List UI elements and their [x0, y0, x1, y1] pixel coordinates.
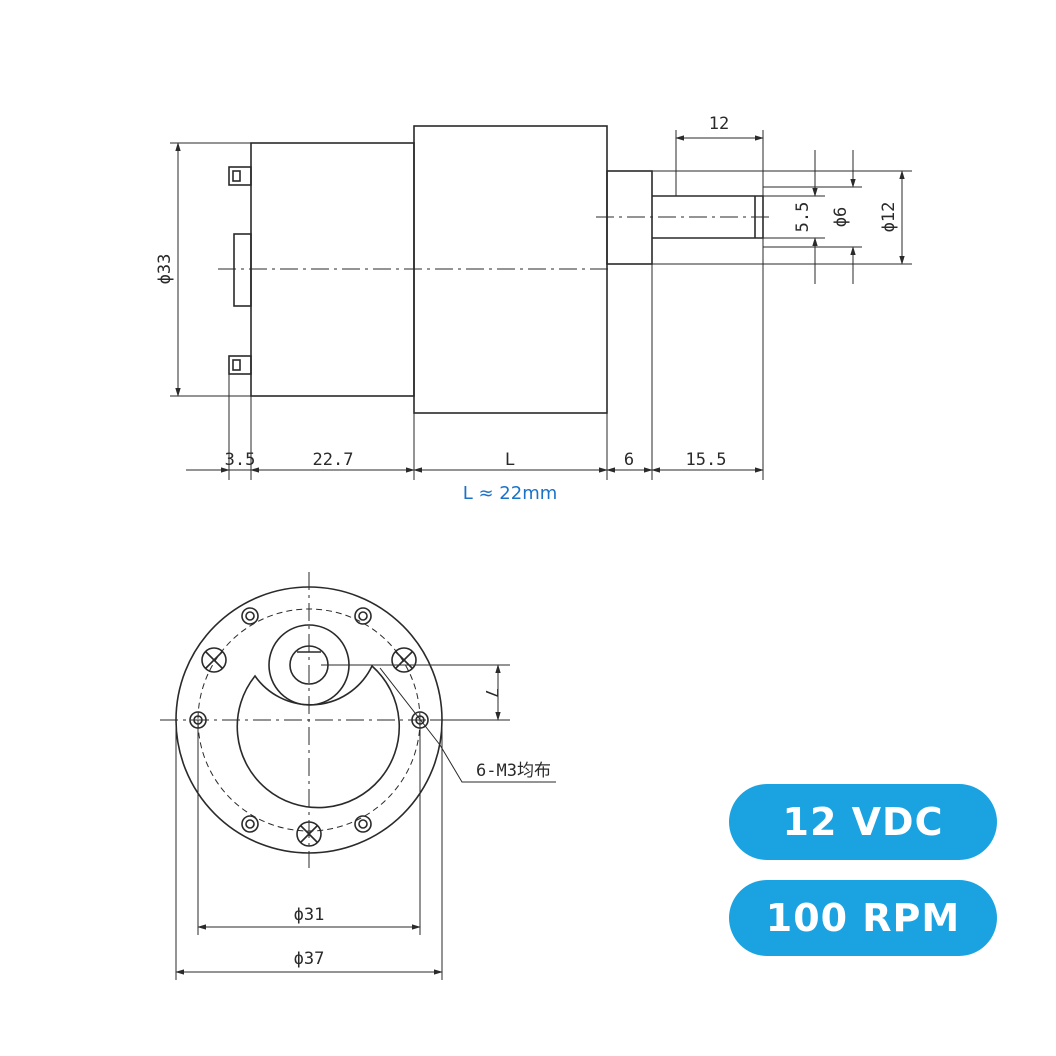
screw-callout: 6-M3均布 [476, 761, 551, 781]
dim-bolt-circle: ϕ31 [294, 905, 325, 925]
extension-lines [170, 130, 912, 480]
dim-outer-dia: ϕ37 [294, 949, 325, 969]
dim-shaft-dia: ϕ6 [831, 207, 851, 227]
dim-offset: 7 [481, 688, 501, 698]
speed-badge: 100 RPM [729, 880, 997, 956]
dim-shaft-length: 12 [709, 114, 729, 134]
gear-window [236, 664, 401, 809]
dim-motor-length: 22.7 [313, 450, 354, 470]
front-view: 7 6-M3均布 ϕ31 ϕ37 [160, 572, 556, 980]
dim-gearbox-length: L [505, 450, 515, 470]
side-view: 3.5 22.7 L 6 15.5 12 ϕ33 5.5 ϕ6 ϕ12 L ≈ … [155, 114, 912, 504]
gearbox-length-note: L ≈ 22mm [463, 483, 558, 504]
dim-terminal: 3.5 [225, 450, 256, 470]
screw-leader [379, 667, 556, 783]
dim-boss-length: 6 [624, 450, 634, 470]
voltage-badge: 12 VDC [729, 784, 997, 860]
dim-shaft-extension: 15.5 [686, 450, 727, 470]
dim-body-dia: ϕ33 [155, 254, 175, 285]
dim-boss-dia: ϕ12 [879, 202, 899, 233]
dim-flat: 5.5 [793, 202, 813, 233]
motor-terminals [228, 166, 252, 375]
